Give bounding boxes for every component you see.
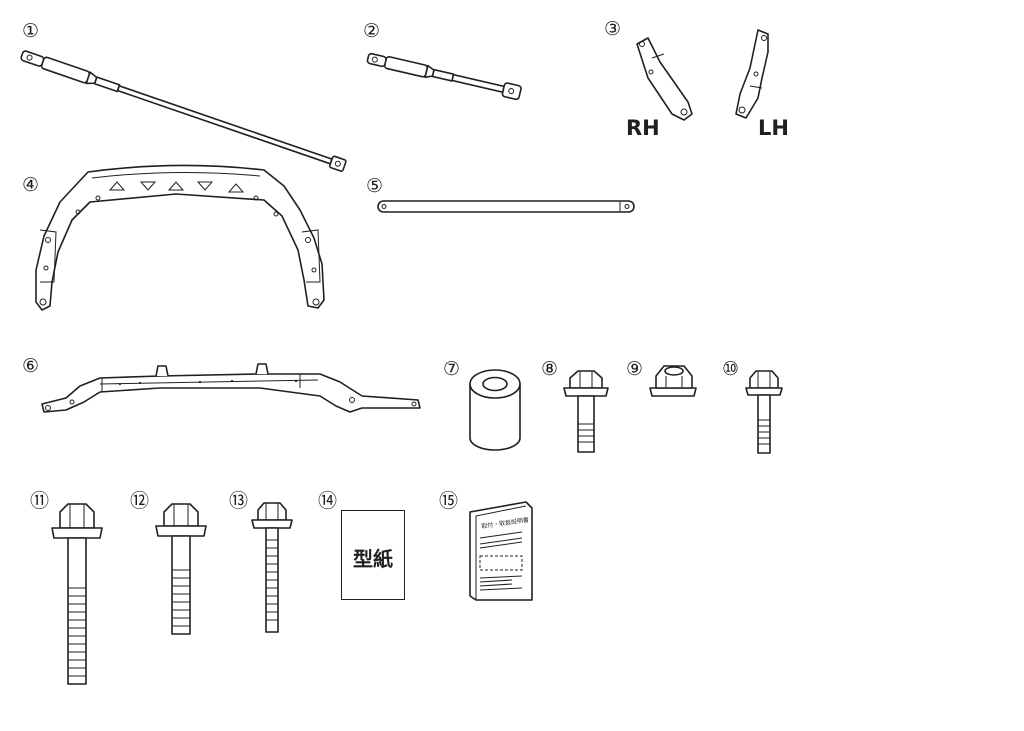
part-number-10: ⑩ [722,358,740,380]
part-number-4: ④ [22,174,40,196]
part-number-8: ⑧ [541,358,559,380]
part-number-6: ⑥ [22,355,40,377]
part-number-5: ⑤ [366,175,384,197]
part-number-15: ⑮ [439,490,459,512]
template-sheet-label: 型紙 [353,547,393,571]
part-number-3: ③ [604,18,622,40]
part-number-9: ⑨ [626,358,644,380]
part-number-1: ① [22,20,40,42]
part-number-7: ⑦ [443,358,461,380]
template-sheet: 型紙 [341,510,405,600]
part-number-2: ② [363,20,381,42]
bracket-lh-label: LH [758,116,789,140]
bracket-rh-label: RH [626,116,660,140]
part-number-12: ⑫ [130,490,150,512]
part-number-11: ⑪ [30,490,50,512]
part-number-13: ⑬ [229,490,249,512]
part-number-14: ⑭ [318,490,338,512]
